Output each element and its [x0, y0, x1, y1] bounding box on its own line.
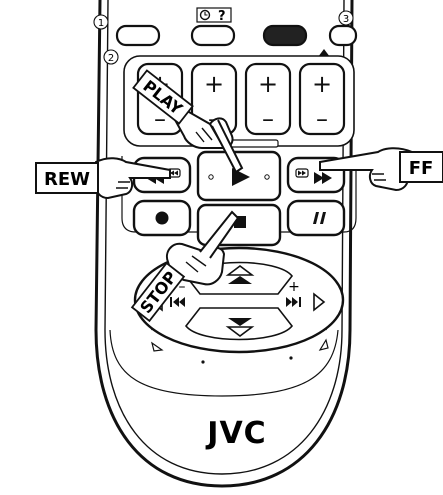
- clock-hands: [204, 12, 208, 16]
- skip-forward-icon: [286, 297, 301, 307]
- up-arrow-icon: [225, 265, 255, 284]
- minus-label-3: –: [262, 105, 274, 133]
- timer-button[interactable]: [190, 24, 236, 47]
- brand-logo: JVC: [205, 416, 266, 451]
- fast-forward-icon: [295, 168, 332, 184]
- clock-icon: [199, 9, 211, 21]
- pause-icon: [313, 212, 326, 224]
- lower-divider-curve: [109, 329, 339, 397]
- minus-label-4: –: [316, 105, 328, 133]
- marker-1: [93, 14, 109, 30]
- pointing-hand-icon: [171, 106, 244, 174]
- timer-question-label: ?: [218, 9, 226, 24]
- plus-label-3: +: [258, 70, 278, 98]
- skip-back-icon: [170, 297, 185, 307]
- dark-button[interactable]: [262, 24, 308, 47]
- rocker-buttons: [136, 62, 346, 136]
- nav-corner-marks: [151, 338, 329, 352]
- down-arrow-icon: [225, 318, 255, 337]
- rew-callout-label: REW: [44, 169, 90, 190]
- remote-inner-outline: [104, 0, 345, 475]
- ff-callout-box: [399, 151, 443, 183]
- rocker-button-4[interactable]: [298, 62, 346, 136]
- rew-callout-box: [35, 162, 99, 194]
- nav-minus-label: –: [179, 279, 186, 295]
- play-dot-right: [264, 174, 270, 180]
- nav-dot-right: [289, 356, 293, 360]
- button-1[interactable]: [115, 24, 161, 47]
- nav-plus-label: +: [288, 279, 300, 295]
- button-3[interactable]: [328, 24, 358, 47]
- marker-2-label: 2: [108, 53, 114, 64]
- marker-2: [103, 49, 119, 65]
- ff-callout-label: FF: [409, 158, 434, 179]
- marker-3-label: 3: [343, 14, 349, 25]
- play-dot-left: [208, 174, 214, 180]
- plus-label-2: +: [204, 70, 224, 98]
- rocker-button-3[interactable]: [244, 62, 292, 136]
- up-marker-icon: [318, 49, 330, 57]
- marker-1-label: 1: [98, 18, 104, 29]
- timer-label-box: [196, 7, 232, 23]
- pointing-hand-icon: [319, 147, 414, 192]
- record-icon: [155, 211, 169, 225]
- right-arrow-icon[interactable]: [313, 292, 326, 312]
- nav-dot-left: [201, 360, 205, 364]
- plus-label-4: +: [312, 70, 332, 98]
- marker-3: [338, 10, 354, 26]
